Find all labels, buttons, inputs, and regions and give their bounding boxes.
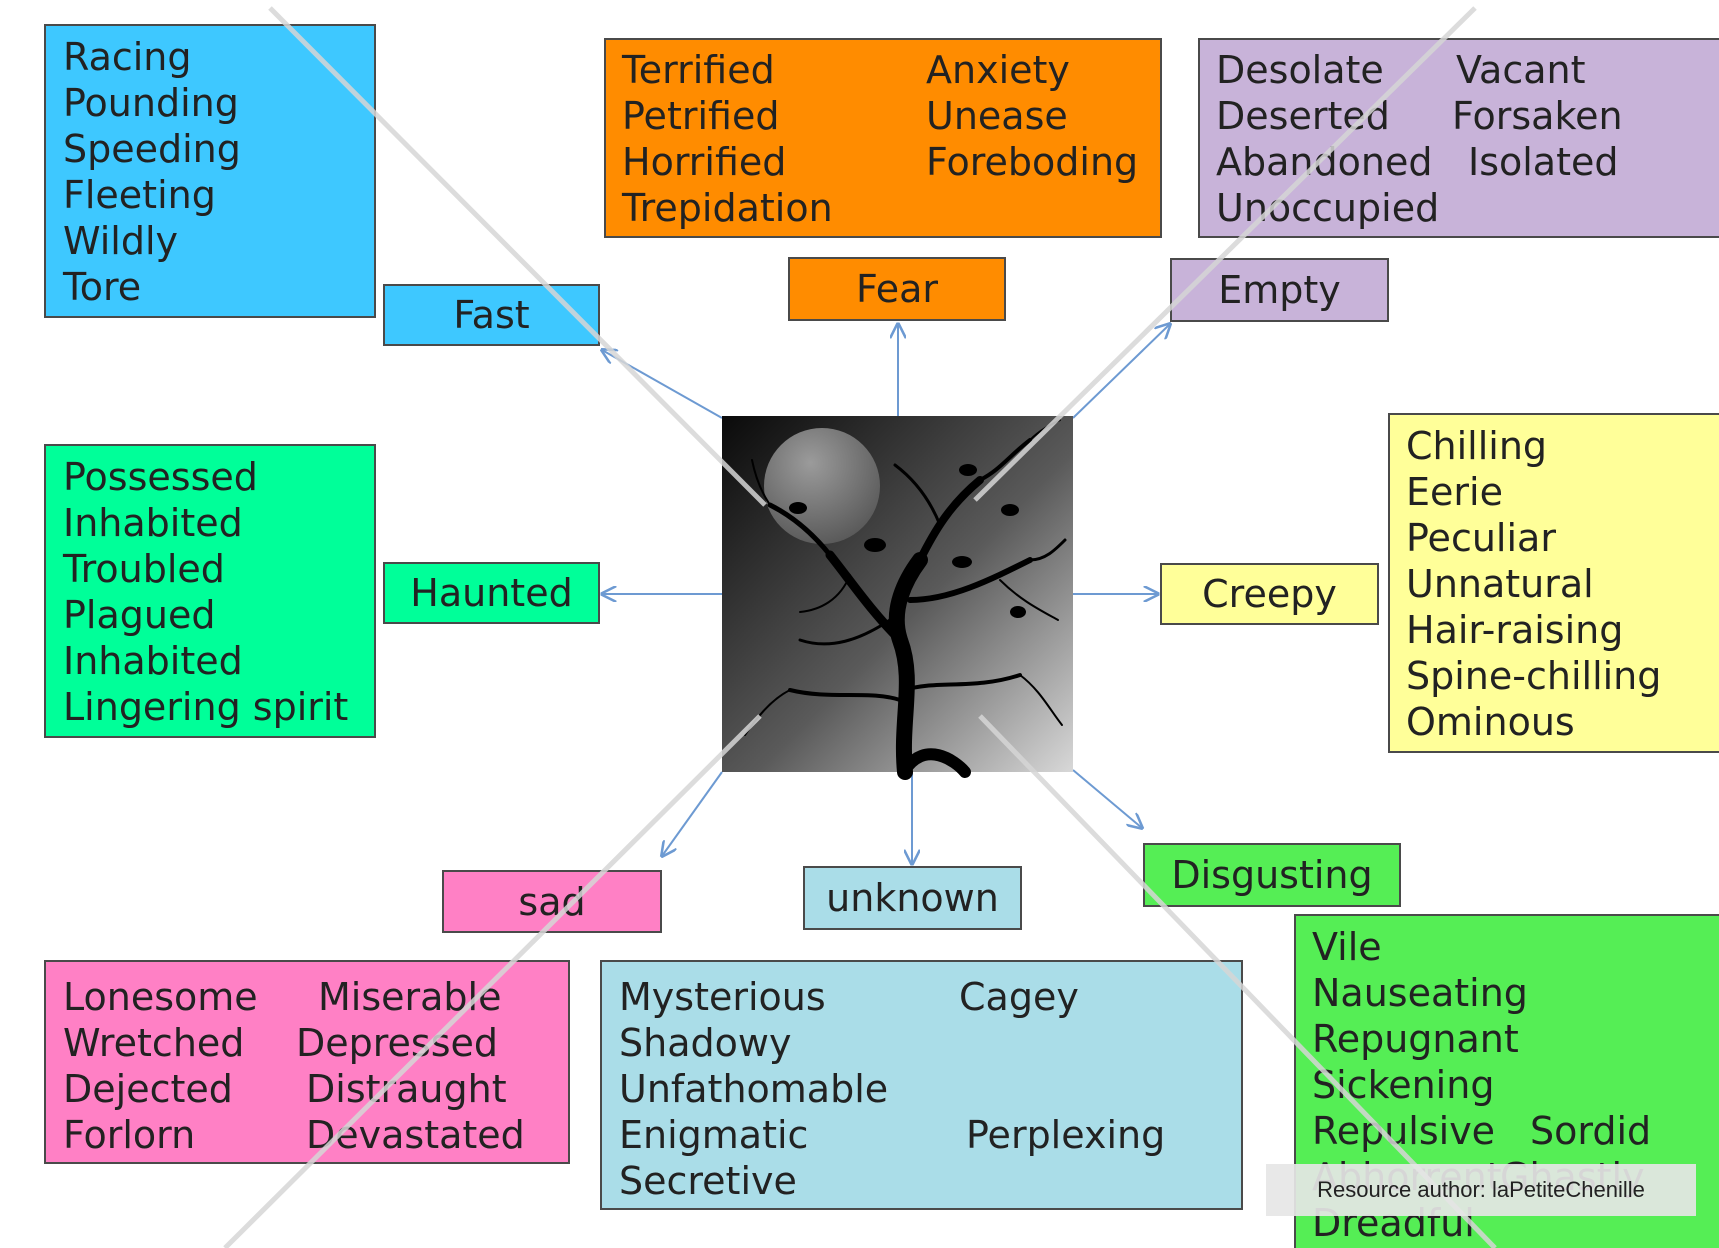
fear-words-box: Terrified Anxiety Petrified Unease Horri… xyxy=(604,38,1162,238)
category-fast: Fast xyxy=(383,284,600,346)
unknown-word: Enigmatic xyxy=(619,1113,809,1157)
category-haunted: Haunted xyxy=(383,562,600,624)
unknown-word: Perplexing xyxy=(966,1113,1166,1157)
disgusting-word: Repugnant xyxy=(1312,1017,1519,1061)
sad-word: Miserable xyxy=(318,975,502,1019)
empty-word: Vacant xyxy=(1456,48,1586,92)
creepy-word: Hair-raising xyxy=(1406,608,1624,652)
unknown-word: Mysterious xyxy=(619,975,826,1019)
creepy-word: Unnatural xyxy=(1406,562,1594,606)
arrow-to-empty xyxy=(1072,324,1170,419)
empty-word: Forsaken xyxy=(1452,94,1623,138)
sad-word: Dejected xyxy=(63,1067,233,1111)
unknown-word: Shadowy xyxy=(619,1021,792,1065)
haunted-word: Possessed xyxy=(63,455,258,499)
fast-words-box: Racing Pounding Speeding Fleeting Wildly… xyxy=(44,24,376,318)
unknown-word: Secretive xyxy=(619,1159,797,1203)
fear-word: Horrified xyxy=(622,140,787,184)
category-creepy: Creepy xyxy=(1160,563,1379,625)
haunted-word: Plagued xyxy=(63,593,216,637)
empty-word: Unoccupied xyxy=(1216,186,1440,230)
sad-words-box: Lonesome Miserable Wretched Depressed De… xyxy=(44,960,570,1164)
haunted-word: Lingering spirit xyxy=(63,685,349,729)
fast-word: Wildly xyxy=(63,219,179,263)
fear-word: Foreboding xyxy=(926,140,1139,184)
arrow-to-disgusting xyxy=(1072,769,1142,828)
fear-word: Petrified xyxy=(622,94,780,138)
watermark-diagonal-lines xyxy=(223,6,1497,1248)
empty-word: Desolate xyxy=(1216,48,1384,92)
sad-word: Forlorn xyxy=(63,1113,196,1157)
creepy-word: Peculiar xyxy=(1406,516,1556,560)
empty-word: Abandoned xyxy=(1216,140,1433,184)
haunted-word: Troubled xyxy=(63,547,225,591)
unknown-word: Cagey xyxy=(959,975,1079,1019)
empty-word: Deserted xyxy=(1216,94,1390,138)
haunted-words-box: Possessed Inhabited Troubled Plagued Inh… xyxy=(44,444,376,738)
resource-author-credit: Resource author: laPetiteChenille xyxy=(1266,1164,1696,1216)
dead-tree-with-crows-icon xyxy=(722,416,1073,780)
fear-word: Anxiety xyxy=(926,48,1070,92)
sad-word: Devastated xyxy=(306,1113,525,1157)
unknown-word: Unfathomable xyxy=(619,1067,889,1111)
fast-word: Racing xyxy=(63,35,192,79)
haunted-word: Inhabited xyxy=(63,639,243,683)
creepy-word: Spine-chilling xyxy=(1406,654,1662,698)
creepy-word: Eerie xyxy=(1406,470,1503,514)
category-disgusting: Disgusting xyxy=(1143,843,1401,907)
fear-word: Unease xyxy=(926,94,1068,138)
sad-word: Depressed xyxy=(296,1021,499,1065)
unknown-words-box: Mysterious Cagey Shadowy Unfathomable En… xyxy=(600,960,1243,1210)
fast-word: Tore xyxy=(63,265,142,309)
disgusting-word: Sickening xyxy=(1312,1063,1495,1107)
fear-word: Terrified xyxy=(622,48,775,92)
arrow-to-sad xyxy=(662,771,723,856)
creepy-word: Ominous xyxy=(1406,700,1575,744)
disgusting-word: Vile xyxy=(1312,925,1382,969)
category-fear: Fear xyxy=(788,257,1006,321)
fast-word: Fleeting xyxy=(63,173,216,217)
empty-words-box: Desolate Vacant Deserted Forsaken Abando… xyxy=(1198,38,1719,238)
fast-word: Speeding xyxy=(63,127,241,171)
category-empty: Empty xyxy=(1170,258,1389,322)
sad-word: Wretched xyxy=(63,1021,245,1065)
fear-word: Trepidation xyxy=(622,186,833,230)
creepy-word: Chilling xyxy=(1406,424,1548,468)
fast-word: Pounding xyxy=(63,81,239,125)
disgusting-word: Nauseating xyxy=(1312,971,1528,1015)
sad-word: Distraught xyxy=(306,1067,507,1111)
category-unknown: unknown xyxy=(803,866,1022,930)
sad-word: Lonesome xyxy=(63,975,258,1019)
disgusting-word: Sordid xyxy=(1530,1109,1652,1153)
empty-word: Isolated xyxy=(1468,140,1619,184)
disgusting-word: Repulsive xyxy=(1312,1109,1496,1153)
creepy-words-box: Chilling Eerie Peculiar Unnatural Hair-r… xyxy=(1388,413,1719,753)
haunted-word: Inhabited xyxy=(63,501,243,545)
